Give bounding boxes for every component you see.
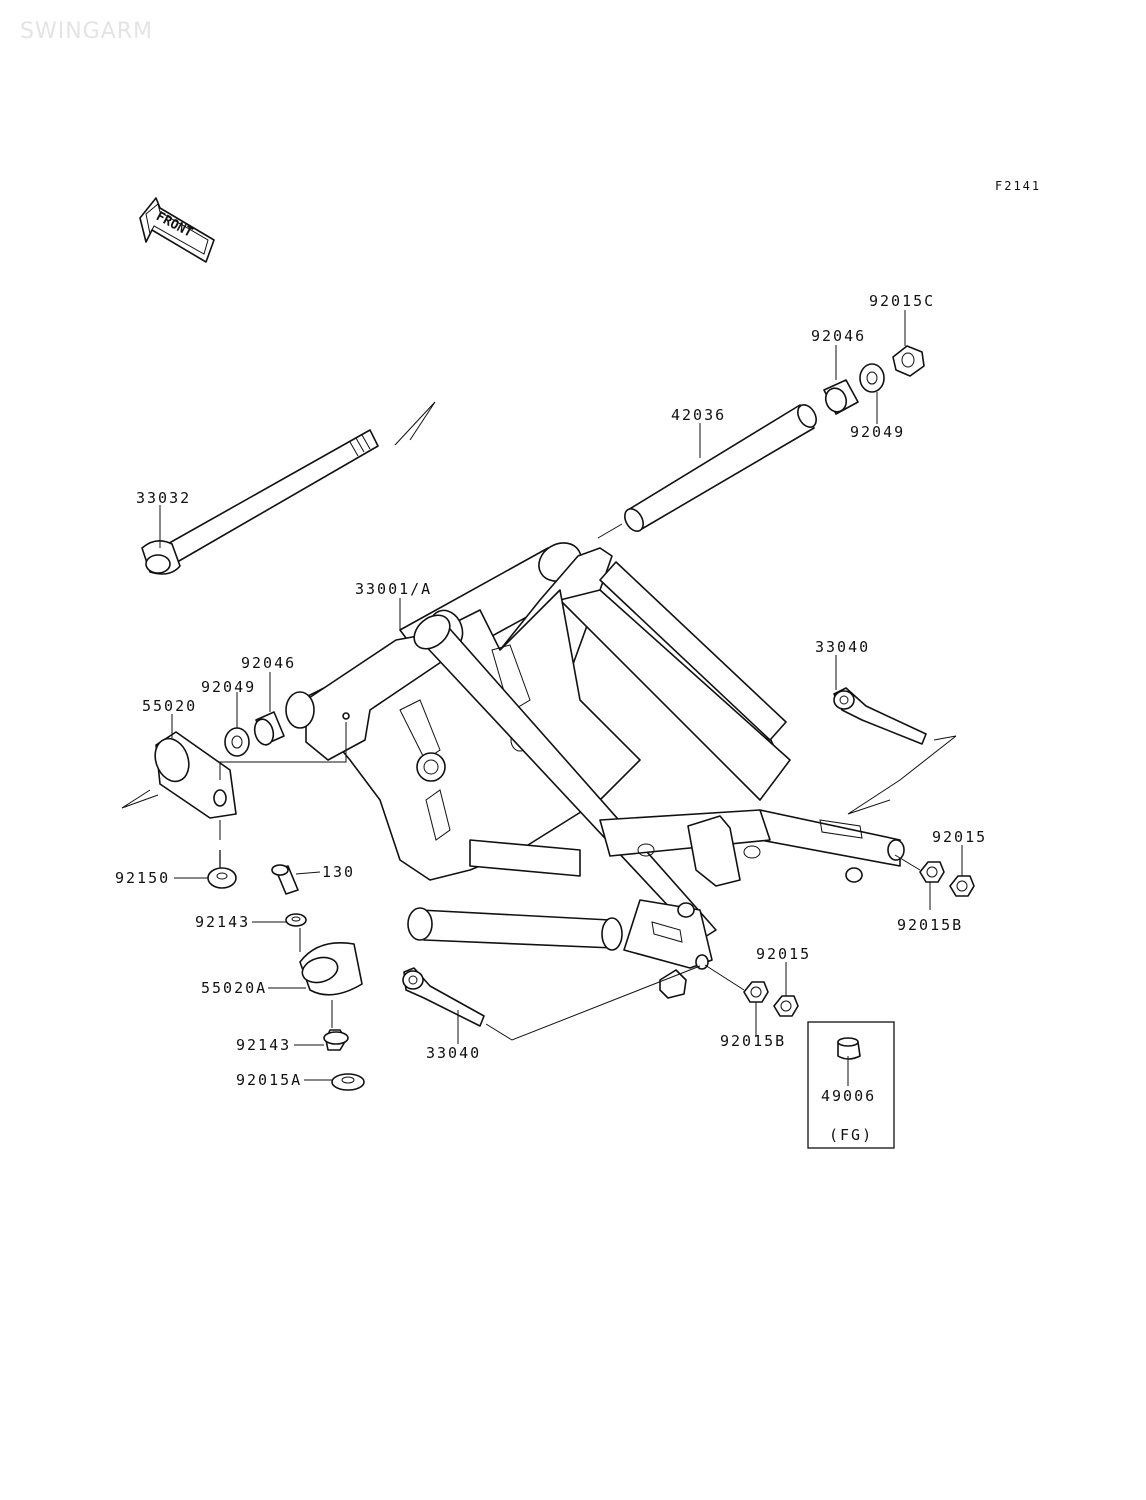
chain-adjuster-33040-bottom (402, 965, 701, 1041)
part-label-92015b-bottom: 92015B (720, 1032, 786, 1050)
pivot-cap-55020 (121, 731, 237, 819)
part-label-92046-top: 92046 (811, 327, 866, 345)
part-label-92015b-right: 92015B (897, 916, 963, 934)
figure-code: F2141 (995, 179, 1041, 193)
bolt-130 (271, 864, 299, 895)
part-label-92150: 92150 (115, 869, 170, 887)
sleeve-42036 (597, 404, 817, 539)
leader-lines (159, 310, 963, 1086)
part-label-92046-left: 92046 (241, 654, 296, 672)
part-label-92049-top: 92049 (850, 423, 905, 441)
inset-box-49006 (807, 1021, 895, 1149)
part-label-92015-right: 92015 (932, 828, 987, 846)
part-label-42036: 42036 (671, 406, 726, 424)
collar-92143-top (285, 913, 307, 927)
bearing-92046-left (253, 711, 285, 746)
part-label-92015-bottom: 92015 (756, 945, 811, 963)
front-arrow-icon: FRONT (139, 197, 215, 263)
nut-92015-right (949, 875, 975, 897)
collar-92143-bottom (323, 1029, 349, 1051)
nut-92015b-bottom (743, 981, 769, 1003)
part-label-33001a: 33001/A (355, 580, 432, 598)
nut-92015c-top (892, 345, 925, 377)
part-label-55020a: 55020A (201, 979, 267, 997)
bush-55020a (299, 942, 363, 996)
pivot-shaft-33032 (141, 401, 436, 575)
diagram-title: SWINGARM (20, 19, 153, 44)
part-label-130: 130 (322, 863, 355, 881)
bolt-92150 (207, 850, 237, 889)
nut-92015b-right (919, 861, 945, 883)
part-label-92015a: 92015A (236, 1071, 302, 1089)
swingarm-frame-33001a (285, 542, 905, 999)
bearing-92046-top (823, 379, 859, 415)
chain-adjuster-33040-right (833, 687, 957, 815)
inset-note-fg: (FG) (829, 1126, 873, 1144)
washer-92049-left (224, 727, 250, 757)
part-label-92049-left: 92049 (201, 678, 256, 696)
nut-92015a (331, 1073, 365, 1091)
part-label-33040-right: 33040 (815, 638, 870, 656)
part-label-92015c: 92015C (869, 292, 935, 310)
part-label-49006: 49006 (821, 1087, 876, 1105)
part-label-33040-bottom: 33040 (426, 1044, 481, 1062)
part-label-92143-bottom: 92143 (236, 1036, 291, 1054)
part-label-33032: 33032 (136, 489, 191, 507)
part-label-92143-top: 92143 (195, 913, 250, 931)
nut-92015-bottom (773, 995, 799, 1017)
washer-92049-top (859, 363, 885, 393)
part-label-55020: 55020 (142, 697, 197, 715)
